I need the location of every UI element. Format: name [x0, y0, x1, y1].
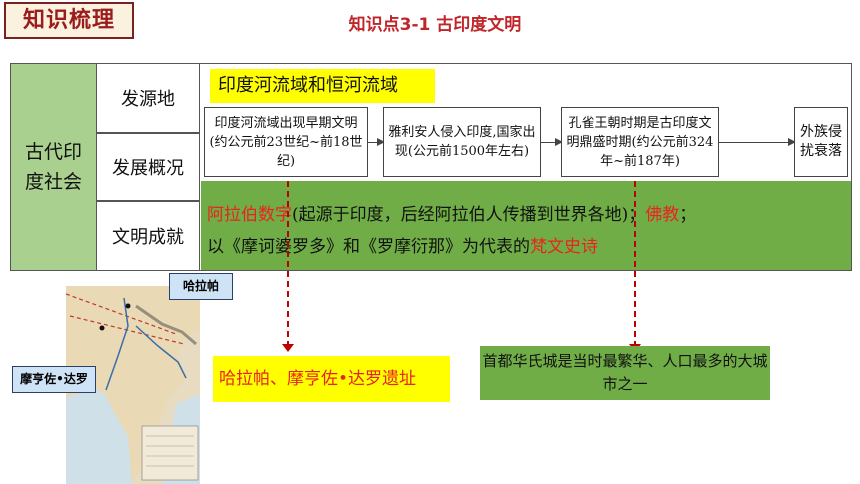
dashed-connector — [287, 181, 289, 347]
stage-early-civilization: 印度河流域出现早期文明(约公元前23世纪~前18世纪) — [204, 107, 368, 177]
row-label-achievements: 文明成就 — [97, 201, 200, 271]
arrow-right-icon — [541, 138, 563, 146]
page-title: 知识点3-1 古印度文明 — [348, 15, 522, 35]
row-label-development: 发展概况 — [97, 133, 200, 201]
section-badge: 知识梳理 — [4, 2, 134, 39]
main-category-cell: 古代印度社会 — [10, 63, 97, 271]
arrow-right-icon — [719, 138, 796, 146]
origin-value: 印度河流域和恒河流域 — [210, 69, 435, 103]
term-sanskrit-epics: 梵文史诗 — [530, 237, 598, 257]
main-category-label: 古代印度社会 — [24, 141, 82, 193]
dashed-connector — [634, 181, 636, 347]
achievement-text: ； — [679, 205, 697, 225]
stage-aryan-invasion: 雅利安人侵入印度,国家出现(公元前1500年左右) — [383, 107, 541, 177]
stage-decline: 外族侵扰衰落 — [794, 107, 848, 177]
stage-maurya-dynasty: 孔雀王朝时期是古印度文明鼎盛时期(约公元前324年~前187年) — [561, 107, 719, 177]
term-arabic-numerals: 阿拉伯数字 — [207, 205, 292, 225]
achievements-box: 阿拉伯数字(起源于印度，后经阿拉伯人传播到世界各地)；佛教； 以《摩诃婆罗多》和… — [201, 181, 851, 270]
capital-city-note: 首都华氏城是当时最繁华、人口最多的大城市之一 — [480, 346, 770, 400]
map-label-harappa: 哈拉帕 — [169, 273, 233, 300]
arrow-right-icon — [368, 138, 385, 146]
achievement-text: (起源于印度，后经阿拉伯人传播到世界各地)； — [292, 205, 646, 225]
arrow-down-icon — [282, 344, 294, 352]
map-label-mohenjo-daro: 摩亨佐•达罗 — [12, 366, 96, 393]
term-buddhism: 佛教 — [645, 205, 680, 225]
achievement-line-2: 以《摩诃婆罗多》和《罗摩衍那》为代表的梵文史诗 — [207, 231, 851, 263]
achievement-text: 以《摩诃婆罗多》和《罗摩衍那》为代表的 — [207, 237, 530, 257]
sites-note: 哈拉帕、摩亨佐•达罗遗址 — [213, 356, 450, 402]
achievement-line-1: 阿拉伯数字(起源于印度，后经阿拉伯人传播到世界各地)；佛教； — [207, 199, 851, 231]
row-label-origin: 发源地 — [97, 63, 200, 133]
